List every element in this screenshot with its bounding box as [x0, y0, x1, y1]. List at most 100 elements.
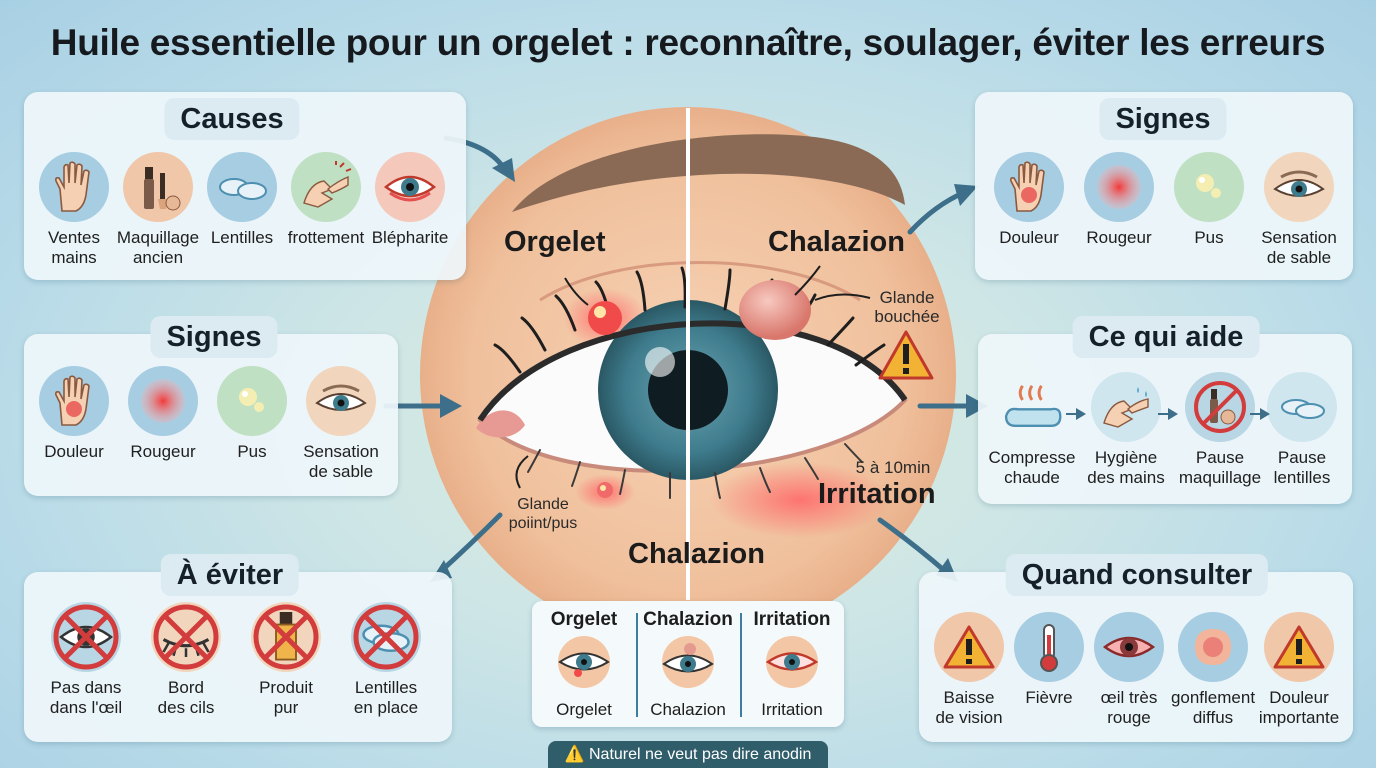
consult-label: Douleur importante [1258, 688, 1340, 727]
no-eye-icon [51, 602, 121, 672]
warm-compress-icon [997, 372, 1067, 442]
eye-icon [306, 366, 376, 436]
sign-label: Pus [237, 442, 267, 461]
sign-item-sable: Sensation de sable [1249, 152, 1349, 268]
no-makeup-icon [1185, 372, 1255, 442]
cause-label: frottement [287, 228, 365, 247]
cause-label: Blépharite [371, 228, 449, 247]
makeup-icon [123, 152, 193, 222]
helps-title: Ce qui aide [1072, 316, 1260, 358]
avoid-title: À éviter [160, 554, 300, 596]
help-label: Hygiène des mains [1087, 448, 1165, 487]
orgelet-bump [588, 301, 622, 335]
contact-lens-icon [207, 152, 277, 222]
hand-icon [39, 152, 109, 222]
compare-header: Orgelet [550, 609, 618, 630]
no-lashes-icon [151, 602, 221, 672]
compare-col-chalazion: Chalazion Chalazion [638, 609, 738, 720]
eye-icon [1264, 152, 1334, 222]
chalazion-eye-icon [662, 636, 714, 688]
avoid-panel: À éviter Pas dans dans l'œil Bord des ci… [24, 554, 452, 742]
glande-point-label: Glande poiint/pus [508, 496, 578, 532]
sign-label: Pus [1194, 228, 1224, 247]
consult-panel: Quand consulter Baisse de vision Fièvre … [919, 554, 1353, 742]
red-eye-icon [1094, 612, 1164, 682]
avoid-label: Lentilles en place [353, 678, 419, 717]
help-item-handwash: Hygiène des mains [1076, 372, 1176, 488]
cause-label: Lentilles [210, 228, 274, 247]
cause-label: Maquillage ancien [116, 228, 200, 267]
cause-item-blepharite: Blépharite [360, 152, 460, 248]
duration-label: 5 à 10min [855, 458, 931, 477]
sign-item-pus: Pus [1159, 152, 1259, 248]
chalazion-bottom-label: Chalazion [628, 538, 765, 570]
cause-item-makeup: Maquillage ancien [108, 152, 208, 268]
glande-bouchee-label: Glande bouchée [874, 288, 940, 326]
painful-hand-icon [39, 366, 109, 436]
pus-icon [217, 366, 287, 436]
cause-item-rubbing: frottement [276, 152, 376, 248]
redness-icon [128, 366, 198, 436]
pus-icon [1174, 152, 1244, 222]
signes-left-panel: Signes Douleur Rougeur Pus Sensation de … [24, 316, 398, 496]
irritation-label: Irritation [818, 478, 936, 510]
cause-label: Ventes mains [48, 228, 100, 267]
causes-panel: Causes Ventes mains Maquillage ancien Le… [24, 92, 466, 280]
avoid-item-pure: Produit pur [236, 602, 336, 718]
warning-icon [934, 612, 1004, 682]
sign-label: Douleur [44, 442, 104, 461]
consult-title: Quand consulter [1005, 554, 1269, 596]
no-dropper-icon [251, 602, 321, 672]
signes-left-title: Signes [150, 316, 278, 358]
chalazion-top-label: Chalazion [768, 226, 905, 258]
sign-label: Rougeur [1086, 228, 1152, 247]
avoid-item-lashes: Bord des cils [136, 602, 236, 718]
consult-label: Baisse de vision [935, 688, 1003, 727]
signes-right-title: Signes [1099, 98, 1227, 140]
sign-label: Douleur [999, 228, 1059, 247]
help-item-compress: Compresse chaude [982, 372, 1082, 488]
sign-item-douleur: Douleur [979, 152, 1079, 248]
avoid-label: Pas dans dans l'œil [49, 678, 123, 717]
footer-warning: ⚠️ Naturel ne veut pas dire anodin [548, 741, 828, 768]
thermometer-icon [1014, 612, 1084, 682]
orgelet-label: Orgelet [504, 226, 606, 258]
chalazion-bump [739, 280, 811, 340]
compare-col-orgelet: Orgelet Orgelet [534, 609, 634, 720]
avoid-item-eye: Pas dans dans l'œil [36, 602, 136, 718]
causes-title: Causes [164, 98, 300, 140]
no-lens-icon [351, 602, 421, 672]
swelling-icon [1178, 612, 1248, 682]
comparison-box: Orgelet Orgelet Chalazion Chalazion Irri… [532, 601, 844, 727]
consult-label: œil très rouge [1100, 688, 1158, 727]
sign-label: Sensation de sable [303, 442, 379, 481]
warning-icon [878, 330, 934, 380]
irritation-eye-icon [765, 636, 819, 688]
consult-item-pain: Douleur importante [1249, 612, 1349, 728]
consult-item-vision: Baisse de vision [919, 612, 1019, 728]
compare-label: Orgelet [556, 700, 612, 719]
consult-label: gonflement diffus [1170, 688, 1256, 727]
sign-item-sable: Sensation de sable [291, 366, 391, 482]
consult-item-swelling: gonflement diffus [1163, 612, 1263, 728]
avoid-label: Produit pur [259, 678, 313, 717]
consult-label: Fièvre [1025, 688, 1073, 707]
sign-item-rougeur: Rougeur [113, 366, 213, 462]
redness-icon [1084, 152, 1154, 222]
help-label: Pause lentilles [1273, 448, 1331, 487]
compare-label: Irritation [761, 700, 823, 719]
sign-item-douleur: Douleur [24, 366, 124, 462]
signes-right-panel: Signes Douleur Rougeur Pus Sensation de … [975, 92, 1353, 280]
help-label: Compresse chaude [988, 448, 1076, 487]
inflamed-eye-icon [375, 152, 445, 222]
avoid-label: Bord des cils [157, 678, 215, 717]
rubbing-hands-icon [291, 152, 361, 222]
eyebrow [512, 134, 905, 212]
step-arrows [1066, 408, 1270, 420]
hand-wash-icon [1091, 372, 1161, 442]
helps-panel: Ce qui aide Compresse chaude Hygiène des… [978, 316, 1352, 504]
orgelet-eye-icon [558, 636, 610, 688]
sign-item-rougeur: Rougeur [1069, 152, 1169, 248]
page-title: Huile essentielle pour un orgelet : reco… [50, 22, 1326, 63]
